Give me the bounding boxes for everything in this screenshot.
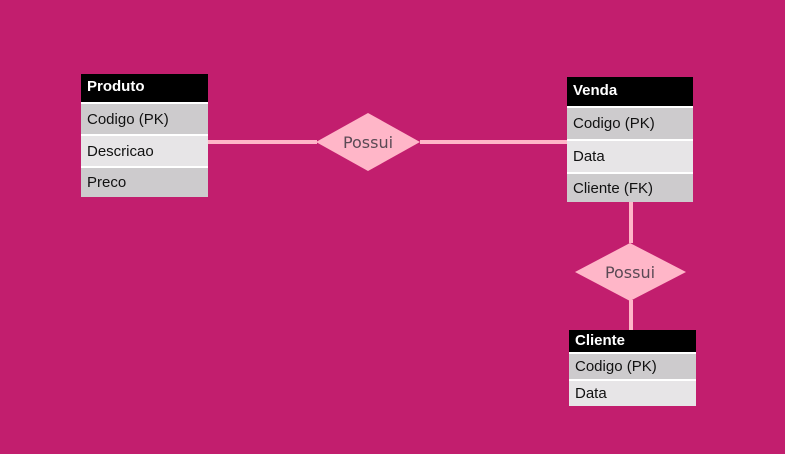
- entity-title: Venda: [567, 77, 693, 108]
- relationship-label: Possui: [605, 263, 655, 282]
- relationship-label: Possui: [343, 133, 393, 152]
- entity-venda[interactable]: Venda Codigo (PK) Data Cliente (FK): [567, 77, 693, 202]
- attribute-row: Data: [567, 141, 693, 174]
- relationship-diamond: [575, 243, 686, 301]
- entity-title: Produto: [81, 74, 208, 104]
- relationship-venda-cliente[interactable]: Possui: [575, 243, 686, 301]
- attribute-row: Cliente (FK): [567, 174, 693, 202]
- entity-cliente[interactable]: Cliente Codigo (PK) Data: [569, 330, 696, 406]
- attribute-row: Preco: [81, 168, 208, 197]
- entity-produto[interactable]: Produto Codigo (PK) Descricao Preco: [81, 74, 208, 197]
- attribute-row: Codigo (PK): [81, 104, 208, 136]
- attribute-row: Codigo (PK): [569, 354, 696, 381]
- entity-title: Cliente: [569, 330, 696, 354]
- attribute-row: Data: [569, 381, 696, 406]
- attribute-row: Descricao: [81, 136, 208, 168]
- relationship-produto-venda[interactable]: Possui: [316, 113, 420, 171]
- relationship-diamond: [316, 113, 420, 171]
- attribute-row: Codigo (PK): [567, 108, 693, 141]
